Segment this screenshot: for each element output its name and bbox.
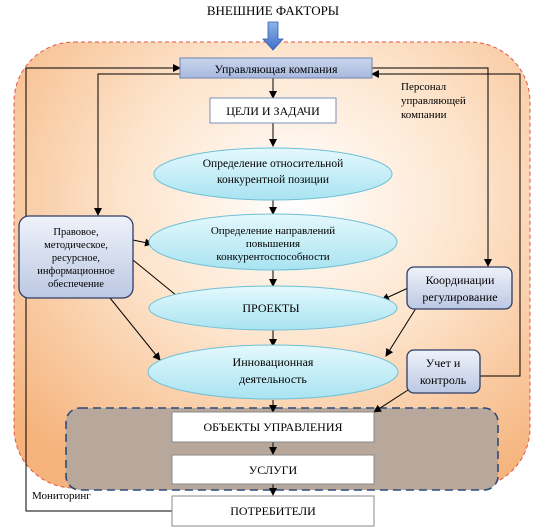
management-company-label: Управляющая компания xyxy=(215,62,338,76)
arrow-control-objects xyxy=(373,389,409,413)
support-line-1: Правовое, xyxy=(53,227,98,238)
arrow-support-projects xyxy=(132,259,183,301)
management-company-node: Управляющая компания xyxy=(179,57,373,79)
objects-node: ОБЪЕКТЫ УПРАВЛЕНИЯ xyxy=(171,411,375,443)
control-node: Учет и контроль xyxy=(406,349,481,394)
arrow-coordination-projects xyxy=(381,287,409,301)
support-node: Правовое, методическое, ресурсное, инфор… xyxy=(18,215,134,299)
innovation-line-1: Инновационная xyxy=(233,355,314,369)
staff-label: Персонал управляющей компании xyxy=(401,81,466,121)
support-line-5: обеспечение xyxy=(48,279,104,290)
services-label: УСЛУГИ xyxy=(249,463,298,477)
competitive-position-line-1: Определение относительной xyxy=(203,158,344,170)
arrow-mc-coordination xyxy=(372,67,492,267)
connectors xyxy=(25,64,521,512)
arrow-support-innovation xyxy=(109,297,161,361)
support-line-4: информационное xyxy=(37,266,115,277)
objects-label: ОБЪЕКТЫ УПРАВЛЕНИЯ xyxy=(203,420,342,434)
arrow-mc-support xyxy=(94,73,180,216)
innovation-line-2: деятельность xyxy=(239,372,307,386)
projects-label: ПРОЕКТЫ xyxy=(242,301,300,315)
competitiveness-line-1: Определение направлений xyxy=(211,225,335,237)
control-line-2: контроль xyxy=(420,373,467,387)
monitoring-label: Мониторинг xyxy=(32,490,91,502)
coordination-line-1: Координации xyxy=(426,273,495,287)
support-line-2: методическое, xyxy=(44,240,108,251)
innovation-node: Инновационная деятельность xyxy=(147,344,399,400)
consumers-label: ПОТРЕБИТЕЛИ xyxy=(230,504,316,518)
control-line-1: Учет и xyxy=(426,356,461,370)
staff-line-3: компании xyxy=(401,109,447,121)
goals-node: ЦЕЛИ И ЗАДАЧИ xyxy=(209,97,337,124)
competitiveness-directions-node: Определение направлений повышения конкур… xyxy=(148,213,398,271)
competitiveness-line-2: повышения xyxy=(246,238,300,250)
staff-line-1: Персонал xyxy=(401,81,447,93)
consumers-node: ПОТРЕБИТЕЛИ xyxy=(171,495,375,527)
arrow-control-mc xyxy=(371,70,521,377)
goals-label: ЦЕЛИ И ЗАДАЧИ xyxy=(226,104,320,118)
services-node: УСЛУГИ xyxy=(171,454,375,485)
external-factors-arrow xyxy=(262,21,284,51)
competitive-position-node: Определение относительной конкурентной п… xyxy=(153,147,393,201)
coordination-node: Координации регулирование xyxy=(406,266,513,310)
competitiveness-line-3: конкурентоспособности xyxy=(216,251,329,263)
coordination-line-2: регулирование xyxy=(422,290,497,304)
staff-line-2: управляющей xyxy=(401,95,466,107)
arrow-coordination-innovation xyxy=(385,304,419,357)
external-factors-title: ВНЕШНИЕ ФАКТОРЫ xyxy=(207,3,339,18)
support-line-3: ресурсное, xyxy=(52,253,100,264)
projects-node: ПРОЕКТЫ xyxy=(148,285,398,331)
competitive-position-line-2: конкурентной позиции xyxy=(217,174,329,186)
